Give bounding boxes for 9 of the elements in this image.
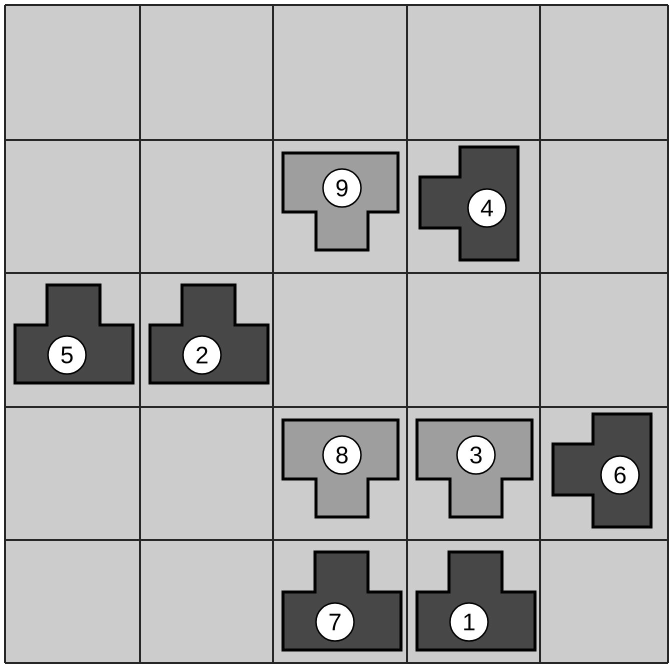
puzzle-piece: 8	[282, 418, 400, 518]
puzzle-piece: 7	[282, 550, 402, 652]
puzzle-piece: 3	[416, 418, 534, 518]
puzzle-piece: 9	[282, 152, 400, 252]
puzzle-piece: 6	[552, 412, 652, 528]
puzzle-piece: 2	[148, 284, 270, 384]
puzzle-piece: 1	[416, 550, 536, 652]
puzzle-piece: 5	[14, 284, 134, 384]
puzzle-piece: 4	[418, 146, 520, 262]
